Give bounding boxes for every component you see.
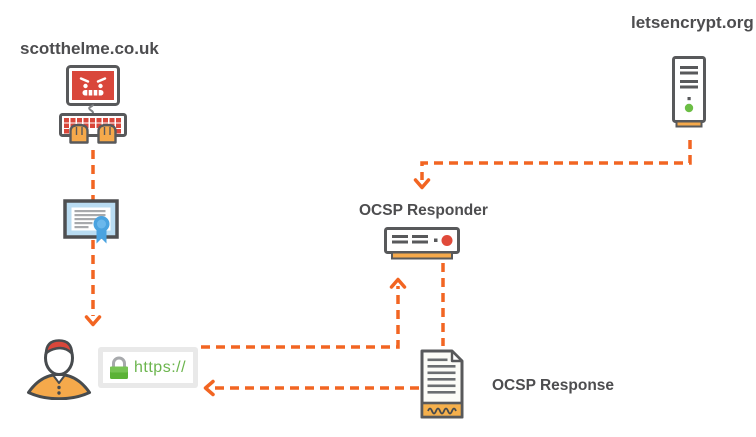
ocsp-response-label: OCSP Response — [492, 377, 615, 394]
arrow-ca-to-responder — [413, 140, 692, 190]
ca-domain-label: letsencrypt.org — [631, 13, 754, 32]
document-icon — [420, 349, 464, 419]
arrow-browser-query — [201, 277, 407, 349]
server-tower-icon — [672, 56, 706, 128]
hacker-workstation-icon — [59, 65, 127, 144]
attacker-domain-label: scotthelme.co.uk — [20, 39, 159, 58]
address-bar-field: https:// — [103, 352, 193, 383]
certificate-icon — [63, 199, 119, 244]
arrow-response-to-browser — [203, 379, 419, 397]
responder-appliance-icon — [384, 227, 460, 260]
padlock-icon — [110, 356, 128, 379]
person-icon — [27, 339, 91, 400]
browser-url-text: https:// — [134, 358, 187, 376]
ocsp-responder-label: OCSP Responder — [359, 202, 488, 219]
browser-address-bar: https:// — [98, 347, 198, 388]
